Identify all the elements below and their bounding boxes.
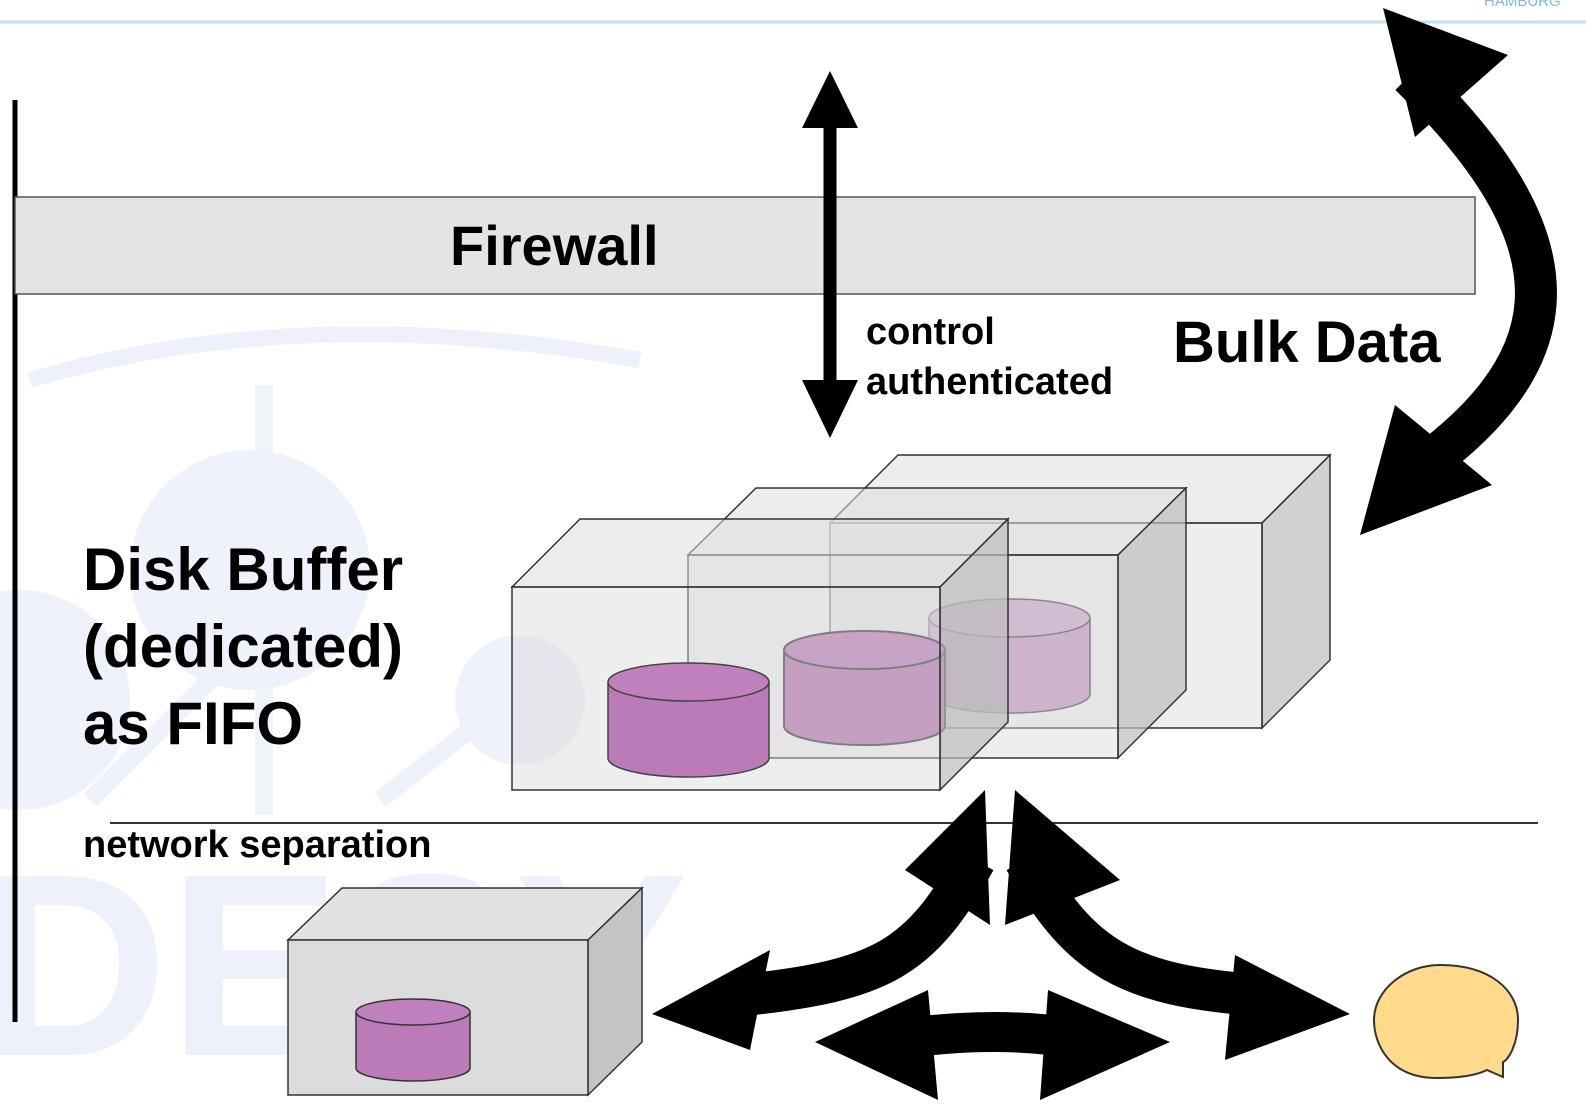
disk-buffer-label-line1: Disk Buffer <box>83 536 403 603</box>
firewall-label: Firewall <box>450 214 659 277</box>
left-curved-arrow <box>652 790 994 1050</box>
header-corner-text: HAMBURG <box>1484 0 1561 10</box>
control-label-line1: control <box>866 311 995 353</box>
control-label-line2: authenticated <box>866 361 1113 403</box>
storage-disk-cylinder <box>355 998 471 1082</box>
disk-buffer-label-line3: as FIFO <box>83 690 303 757</box>
disk-cylinder-2 <box>783 630 946 746</box>
user-speech-bubble <box>1372 963 1520 1080</box>
bulk-data-label: Bulk Data <box>1173 310 1441 375</box>
disk-cylinder-1 <box>607 662 770 778</box>
network-separation-label: network separation <box>83 824 431 866</box>
disk-buffer-label-line2: (dedicated) <box>83 613 403 680</box>
firewall-band <box>14 196 1476 295</box>
bulk-data-arrow <box>1360 8 1557 535</box>
control-arrow <box>802 71 858 438</box>
bottom-horizontal-arrow <box>815 990 1170 1100</box>
right-curved-arrow <box>1005 790 1350 1060</box>
